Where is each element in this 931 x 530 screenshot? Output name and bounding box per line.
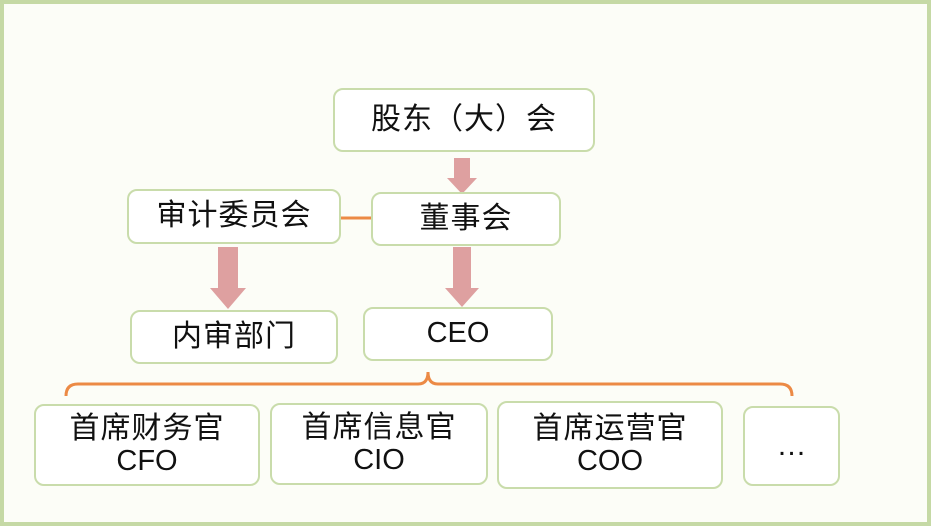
bracket-executives: [64, 371, 794, 397]
node-coo-label-en: COO: [576, 445, 644, 478]
node-coo: 首席运营官 COO: [497, 401, 723, 489]
node-more-label: …: [776, 429, 807, 462]
node-cfo-label-en: CFO: [116, 445, 178, 478]
node-cio: 首席信息官 CIO: [270, 403, 488, 485]
node-cio-label-en: CIO: [353, 444, 405, 477]
node-shareholders-label: 股东（大）会: [371, 101, 557, 137]
node-more: …: [743, 406, 840, 486]
node-ceo: CEO: [363, 307, 553, 361]
arrow-shareholders-to-board: [447, 158, 477, 194]
arrow-board-to-ceo: [445, 247, 479, 307]
node-cfo-label-cn: 首席财务官: [69, 410, 225, 446]
connector-layer: [64, 158, 794, 397]
node-audit-committee-label: 审计委员会: [156, 198, 312, 234]
node-coo-label-cn: 首席运营官: [532, 410, 688, 446]
node-ceo-label: CEO: [426, 317, 490, 350]
node-cio-label-cn: 首席信息官: [301, 409, 457, 445]
node-board: 董事会: [371, 192, 561, 246]
node-board-label: 董事会: [419, 200, 513, 236]
node-shareholders-meeting: 股东（大）会: [333, 88, 595, 152]
node-internal-audit: 内审部门: [130, 310, 338, 364]
node-cfo: 首席财务官 CFO: [34, 404, 260, 486]
arrow-audit-to-internal-audit: [210, 247, 246, 309]
node-audit-committee: 审计委员会: [127, 189, 341, 244]
node-internal-audit-label: 内审部门: [172, 318, 296, 354]
